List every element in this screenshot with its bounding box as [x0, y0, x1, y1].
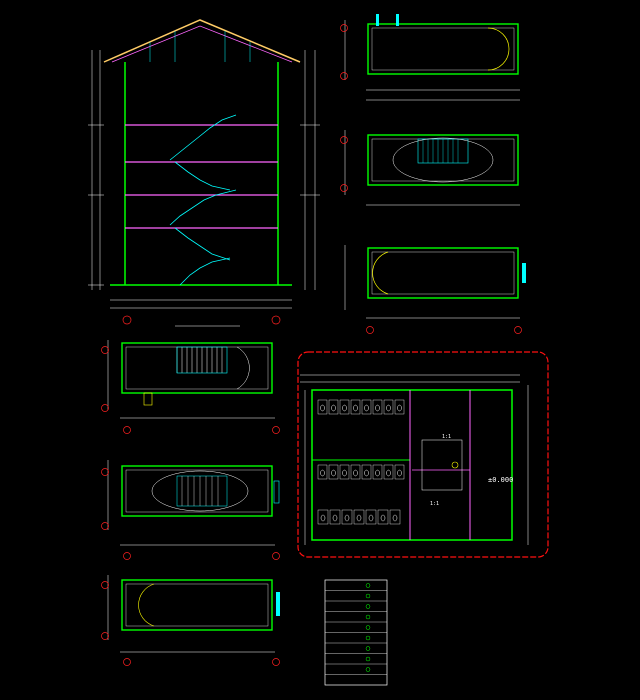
- plan-roof: [367, 14, 519, 75]
- toilet-stalls: [317, 399, 405, 525]
- block-note-1: 1:1: [442, 434, 451, 440]
- plan-roof-dims: [344, 20, 520, 101]
- toilet-fixture-icon: [375, 404, 380, 412]
- legend-symbol-icon: [365, 583, 371, 588]
- legend-symbol-icon: [365, 604, 371, 609]
- toilet-fixture-icon: [397, 404, 402, 412]
- toilet-stall: [317, 399, 328, 415]
- section-dim-left: [88, 50, 104, 290]
- axis-bubble: [122, 315, 132, 325]
- plan-stair-b-dims: [107, 460, 275, 546]
- section-dim-bottom: [110, 299, 292, 309]
- roof-outline: [103, 19, 301, 63]
- toilet-fixture-icon: [356, 514, 362, 522]
- legend-symbol-icon: [365, 656, 371, 662]
- toilet-stall: [383, 399, 394, 415]
- toilet-fixture-icon: [364, 404, 369, 412]
- toilet-stall: [383, 464, 394, 480]
- plan-ground-left-dims: [107, 575, 275, 653]
- section-dim-right: [300, 50, 320, 290]
- plan-stair-upper: [367, 134, 519, 186]
- section-floors: [125, 124, 278, 229]
- toilet-stall: [372, 464, 383, 480]
- revision-cloud: [297, 351, 549, 558]
- section-stairs: [169, 114, 237, 286]
- roof-inner: [111, 25, 293, 63]
- toilet-fixture-icon: [375, 469, 380, 477]
- legend-symbol-icon: [365, 593, 371, 599]
- elevation-mark: ±0.000: [488, 476, 513, 484]
- toilet-fixture-icon: [331, 469, 336, 477]
- axis-bubbles: [101, 24, 522, 666]
- toilet-stall: [377, 509, 389, 525]
- toilet-fixture-icon: [368, 514, 374, 522]
- toilet-stall: [372, 399, 383, 415]
- toilet-stall: [317, 509, 329, 525]
- legend-symbol-icon: [365, 646, 371, 651]
- toilet-stall: [361, 399, 372, 415]
- toilet-stall: [394, 399, 405, 415]
- toilet-stall: [350, 464, 361, 480]
- toilet-stall: [350, 399, 361, 415]
- toilet-fixture-icon: [392, 514, 398, 522]
- toilet-stall: [341, 509, 353, 525]
- toilet-stall: [329, 509, 341, 525]
- toilet-fixture-icon: [320, 469, 325, 477]
- toilet-stall: [328, 399, 339, 415]
- toilet-stall: [339, 464, 350, 480]
- legend-symbol-icon: [365, 614, 371, 620]
- toilet-stall: [361, 464, 372, 480]
- toilet-fixture-icon: [353, 469, 358, 477]
- toilet-dims: [300, 374, 529, 545]
- toilet-fixture-icon: [386, 469, 391, 477]
- toilet-stall: [339, 399, 350, 415]
- plan-ground-right-dims: [344, 245, 520, 319]
- axis-bubble: [271, 315, 281, 325]
- plan-ground-right: [367, 247, 526, 299]
- legend-symbol-icon: [365, 667, 371, 672]
- plan-stair-b: [121, 465, 280, 517]
- toilet-stall: [328, 464, 339, 480]
- toilet-fixture-icon: [342, 404, 347, 412]
- block-note-2: 1:1: [430, 501, 439, 507]
- legend-table: [324, 579, 388, 686]
- toilet-fixture-icon: [320, 514, 326, 522]
- toilet-stall: [353, 509, 365, 525]
- toilet-stall: [365, 509, 377, 525]
- plan-stair-a: [121, 342, 273, 406]
- toilet-fixture-icon: [380, 514, 386, 522]
- toilet-fixture-icon: [342, 469, 347, 477]
- legend-symbol-icon: [365, 625, 371, 630]
- plan-ground-left: [121, 579, 280, 631]
- toilet-stall: [394, 464, 405, 480]
- building-section: [88, 19, 320, 327]
- toilet-fixture-icon: [320, 404, 325, 412]
- toilet-fixture-icon: [386, 404, 391, 412]
- toilet-fixture-icon: [344, 514, 350, 522]
- toilet-fixture-icon: [364, 469, 369, 477]
- toilet-fixture-icon: [332, 514, 338, 522]
- toilet-plan: [311, 389, 513, 541]
- roof-truss: [149, 31, 251, 62]
- toilet-fixture-icon: [397, 469, 402, 477]
- toilet-stall: [389, 509, 401, 525]
- plan-stair-upper-dims: [344, 130, 520, 206]
- legend-symbol-icon: [365, 635, 371, 641]
- section-walls: [110, 62, 292, 286]
- toilet-fixture-icon: [331, 404, 336, 412]
- toilet-stall: [317, 464, 328, 480]
- toilet-fixture-icon: [353, 404, 358, 412]
